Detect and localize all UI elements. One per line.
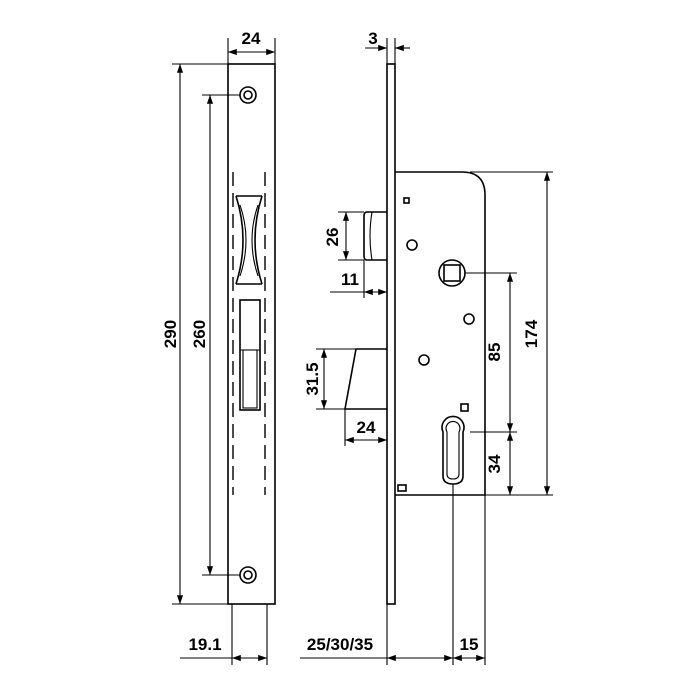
dim-handle-to-cylinder: 85 [465, 272, 517, 433]
label-total-height: 290 [161, 320, 180, 348]
cylinder-profile [441, 403, 469, 485]
label-deadbolt-throw: 24 [357, 418, 376, 437]
label-case-height: 174 [522, 319, 541, 348]
deadbolt-opening [239, 299, 261, 411]
deadbolt [344, 348, 387, 410]
dim-screw-spacing: 260 [190, 94, 240, 576]
label-faceplate-width: 24 [242, 29, 261, 48]
dim-total-height: 290 [161, 63, 228, 605]
dim-center-offset: 19.1 [180, 604, 268, 665]
label-deadbolt-height: 31.5 [303, 362, 322, 395]
label-screw-spacing: 260 [190, 320, 209, 348]
dim-latch-height: 26 [323, 211, 364, 261]
label-cylinder-to-bottom: 34 [485, 454, 504, 473]
dim-faceplate-thickness: 3 [365, 29, 410, 64]
label-faceplate-thickness: 3 [368, 29, 377, 48]
dim-cylinder-offset: 15 [453, 495, 486, 665]
label-cylinder-offset: 15 [460, 635, 479, 654]
dim-faceplate-width: 24 [227, 29, 276, 64]
bottom-screw-hole [239, 566, 257, 584]
dim-deadbolt-height: 31.5 [303, 348, 356, 410]
dim-cylinder-to-bottom: 34 [485, 432, 514, 495]
lock-case [395, 171, 486, 496]
latch-bolt [363, 211, 387, 261]
dim-case-height: 174 [470, 171, 553, 496]
latch-opening [235, 195, 263, 285]
top-screw-hole [239, 86, 257, 104]
label-handle-to-cylinder: 85 [485, 343, 504, 362]
faceplate-front-view [227, 63, 276, 605]
dim-latch-projection: 11 [330, 260, 387, 298]
label-latch-projection: 11 [341, 270, 359, 289]
handle-spindle [438, 259, 466, 287]
faceplate-edge [386, 63, 396, 605]
dim-backset: 25/30/35 [300, 484, 454, 665]
label-backset: 25/30/35 [307, 635, 373, 654]
lock-side-view [344, 63, 486, 605]
label-latch-height: 26 [323, 228, 342, 247]
dim-deadbolt-throw: 24 [344, 409, 387, 446]
label-center-offset: 19.1 [188, 635, 221, 654]
